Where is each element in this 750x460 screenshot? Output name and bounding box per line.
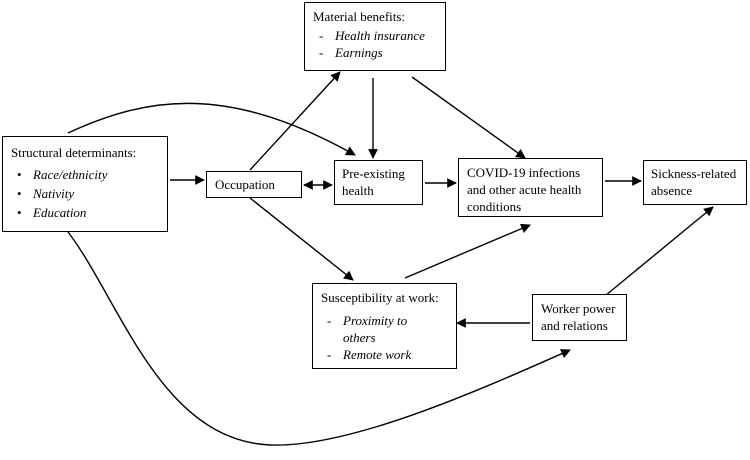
structural-list: Race/ethnicity Nativity Education [11, 165, 159, 222]
arrow-susceptibility-covid [404, 223, 531, 279]
node-preexisting-health: Pre-existing health [334, 160, 423, 205]
arrow-structural-preexisting [67, 102, 356, 156]
susceptibility-item-remote: Remote work [327, 346, 448, 363]
arrow-occupation-material [249, 71, 341, 171]
node-sickness-absence: Sickness-related absence [643, 160, 747, 205]
material-item-earnings: Earnings [319, 44, 437, 61]
node-occupation-title: Occupation [215, 177, 275, 192]
arrow-structural-worker [67, 231, 571, 446]
structural-item-nativity: Nativity [17, 184, 159, 203]
node-susceptibility-at-work: Susceptibility at work: Proximity to oth… [312, 283, 457, 369]
node-structural-title: Structural determinants: [11, 145, 137, 160]
node-covid-infections: COVID-19 infections and other acute heal… [458, 158, 603, 217]
node-occupation: Occupation [206, 171, 302, 198]
node-sickness-title: Sickness-related absence [651, 166, 737, 198]
arrow-material-covid [411, 76, 526, 159]
node-worker-power: Worker power and relations [532, 294, 627, 341]
susceptibility-item-proximity: Proximity to others [327, 312, 423, 346]
arrow-worker-sickness [599, 206, 714, 301]
material-item-health-insurance: Health insurance [319, 27, 437, 44]
arrow-occupation-susceptibility [249, 197, 354, 281]
material-list: Health insurance Earnings [313, 27, 437, 61]
node-structural-determinants: Structural determinants: Race/ethnicity … [2, 136, 168, 232]
structural-item-education: Education [17, 203, 159, 222]
node-covid-title: COVID-19 infections and other acute heal… [467, 165, 582, 214]
node-preexisting-title: Pre-existing health [342, 166, 405, 198]
node-worker-title: Worker power and relations [541, 301, 616, 333]
node-material-title: Material benefits: [313, 9, 406, 24]
susceptibility-list: Proximity to others Remote work [321, 312, 448, 363]
node-susceptibility-title: Susceptibility at work: [321, 290, 439, 305]
structural-item-race: Race/ethnicity [17, 165, 159, 184]
node-material-benefits: Material benefits: Health insurance Earn… [304, 2, 446, 71]
